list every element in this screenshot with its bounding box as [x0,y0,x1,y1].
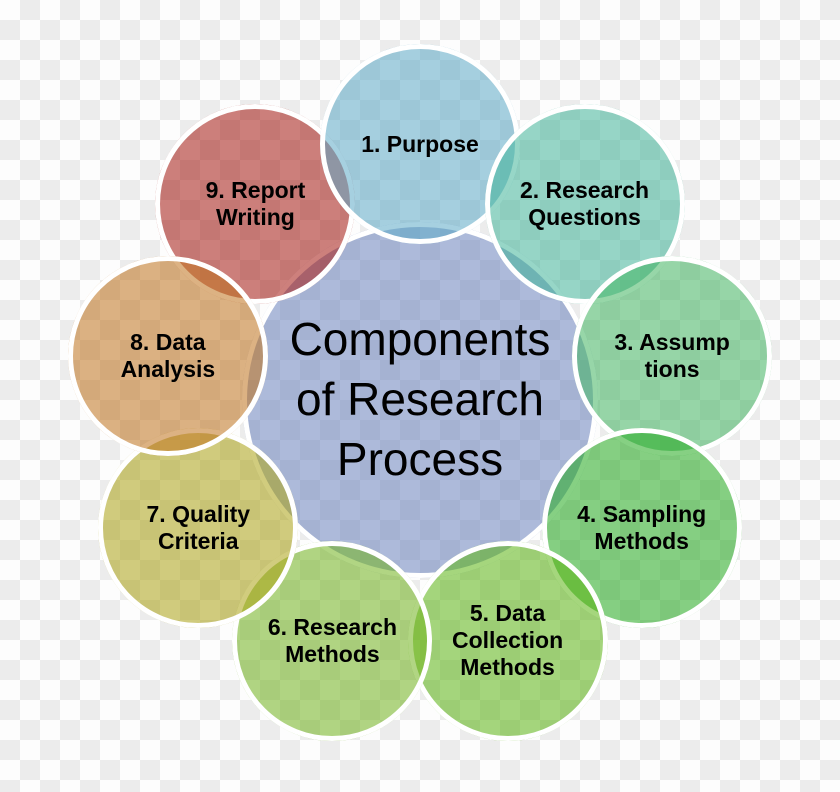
node-6-label: 6. Research Methods [267,613,397,667]
node-2-ring [484,103,685,304]
node-7-label: 7. Quality Criteria [146,501,251,554]
node-6-ring [232,540,433,741]
node-9-label: 9. Report Writing [205,176,306,230]
node-8-label: 8. Data Analysis [120,328,216,382]
node-2-label: 2. Research Questions [519,176,650,230]
node-1-label: 1. Purpose [361,130,479,157]
node-4-label: 4. Sampling Methods [577,501,707,554]
node-8-ring [67,255,268,456]
node-5-label: 5. Data Collection Methods [451,600,564,680]
node-4-ring [541,428,742,628]
center-node-label: Components of Research Process [289,313,551,485]
node-3-label: 3. Assump tions [614,328,730,382]
